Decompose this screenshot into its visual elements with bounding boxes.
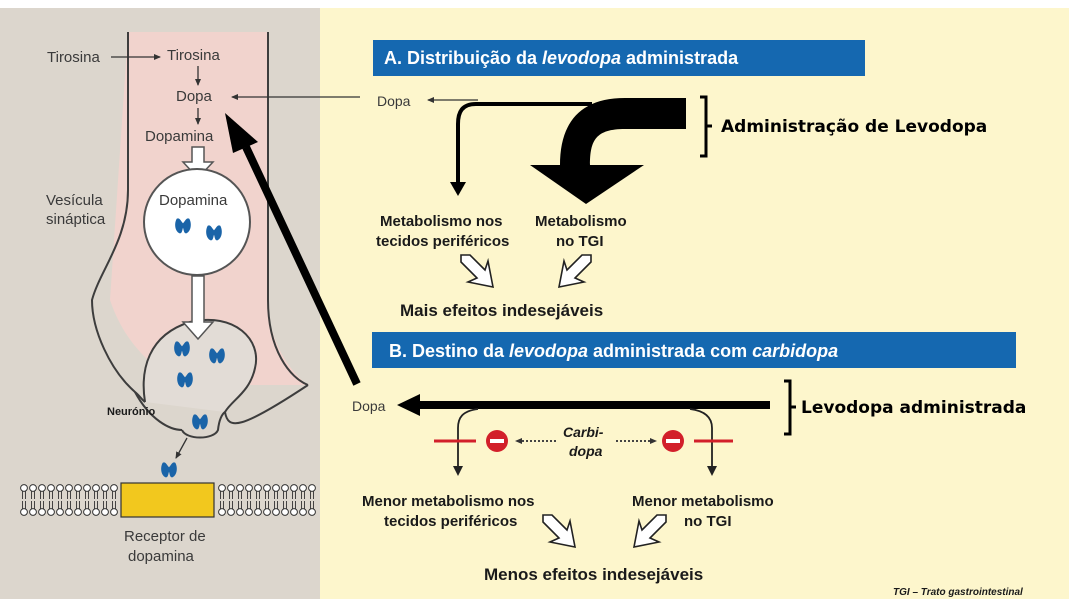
lipid-head xyxy=(291,485,298,492)
lipid-head xyxy=(282,485,289,492)
panel-b-gi-line2: no TGI xyxy=(684,513,732,530)
lipid-head xyxy=(237,485,244,492)
vesicle-label-line2: sináptica xyxy=(46,211,106,228)
footnote: TGI – Trato gastrointestinal xyxy=(893,587,1023,598)
lipid-head xyxy=(102,485,109,492)
lipid-head xyxy=(246,509,253,516)
dopa-inside-label: Dopa xyxy=(176,88,213,105)
lipid-head xyxy=(66,485,73,492)
lipid-head xyxy=(102,509,109,516)
vesicle-label-line1: Vesícula xyxy=(46,192,103,209)
lipid-head xyxy=(75,509,82,516)
lipid-head xyxy=(30,509,37,516)
panel-a-title: A. Distribuição da levodopa administrada xyxy=(384,48,739,68)
lipid-head xyxy=(237,509,244,516)
lipid-head xyxy=(309,509,316,516)
lipid-head xyxy=(255,485,262,492)
lipid-head xyxy=(111,485,118,492)
panel-b-gi-line1: Menor metabolismo xyxy=(632,493,774,510)
dopamine-receptor xyxy=(121,483,214,517)
lipid-head xyxy=(39,485,46,492)
carbidopa-line2: dopa xyxy=(569,443,603,459)
panel-a-periph-line2: tecidos periféricos xyxy=(376,233,509,250)
tyrosine-outside-label: Tirosina xyxy=(47,49,100,66)
panel-a-title-pre: A. Distribuição da xyxy=(384,48,542,68)
lipid-head xyxy=(75,485,82,492)
receptor-label-line2: dopamina xyxy=(128,548,195,565)
lipid-head xyxy=(219,485,226,492)
panel-b-title-pre: B. Destino da xyxy=(389,341,509,361)
panel-a-gi-line2: no TGI xyxy=(556,233,604,250)
panel-a-gi-line1: Metabolismo xyxy=(535,213,627,230)
tyrosine-inside-label: Tirosina xyxy=(167,47,220,64)
panel-a-periph-line1: Metabolismo nos xyxy=(380,213,503,230)
neuron-label: Neurónio xyxy=(107,406,156,418)
lipid-head xyxy=(111,509,118,516)
lipid-head xyxy=(30,485,37,492)
lipid-head xyxy=(300,509,307,516)
lipid-head xyxy=(84,485,91,492)
vesicle-dopamine-label: Dopamina xyxy=(159,192,228,209)
lipid-head xyxy=(300,485,307,492)
lipid-head xyxy=(93,509,100,516)
dopamine-inside-label: Dopamina xyxy=(145,128,214,145)
lipid-head xyxy=(57,485,64,492)
lipid-head xyxy=(228,509,235,516)
lipid-head xyxy=(21,509,28,516)
panel-b-title-em2: carbidopa xyxy=(752,341,838,361)
panel-b-effects: Menos efeitos indesejáveis xyxy=(484,565,703,584)
lipid-head xyxy=(246,485,253,492)
panel-b-title: B. Destino da levodopa administrada com … xyxy=(389,341,838,361)
lipid-head xyxy=(228,485,235,492)
lipid-head xyxy=(48,509,55,516)
inhibit-icon-bar xyxy=(490,439,504,443)
panel-a-title-post: administrada xyxy=(621,48,739,68)
receptor-label-line1: Receptor de xyxy=(124,528,206,545)
panel-a-effects: Mais efeitos indesejáveis xyxy=(400,301,603,320)
lipid-head xyxy=(57,509,64,516)
panel-a-title-em: levodopa xyxy=(542,48,621,68)
lipid-head xyxy=(264,485,271,492)
lipid-head xyxy=(93,485,100,492)
lipid-head xyxy=(264,509,271,516)
lipid-head xyxy=(309,485,316,492)
synaptic-vesicle xyxy=(144,169,250,275)
carbidopa-line1: Carbi- xyxy=(563,424,604,440)
panel-b-title-em: levodopa xyxy=(509,341,588,361)
panel-a-dopa-label: Dopa xyxy=(377,93,411,109)
lipid-head xyxy=(255,509,262,516)
panel-b-title-mid: administrada com xyxy=(588,341,752,361)
lipid-head xyxy=(39,509,46,516)
panel-b-periph-line2: tecidos periféricos xyxy=(384,513,517,530)
lipid-head xyxy=(282,509,289,516)
panel-b-admin-label: Levodopa administrada xyxy=(801,398,1026,418)
lipid-head xyxy=(66,509,73,516)
top-margin xyxy=(0,0,1069,8)
panel-b-dopa-label: Dopa xyxy=(352,398,386,414)
lipid-head xyxy=(219,509,226,516)
lipid-head xyxy=(291,509,298,516)
lipid-head xyxy=(84,509,91,516)
lipid-head xyxy=(273,509,280,516)
lipid-head xyxy=(273,485,280,492)
panel-a-admin-label: Administração de Levodopa xyxy=(721,117,987,137)
inhibit-icon-bar xyxy=(666,439,680,443)
panel-b-periph-line1: Menor metabolismo nos xyxy=(362,493,535,510)
lipid-head xyxy=(21,485,28,492)
lipid-head xyxy=(48,485,55,492)
